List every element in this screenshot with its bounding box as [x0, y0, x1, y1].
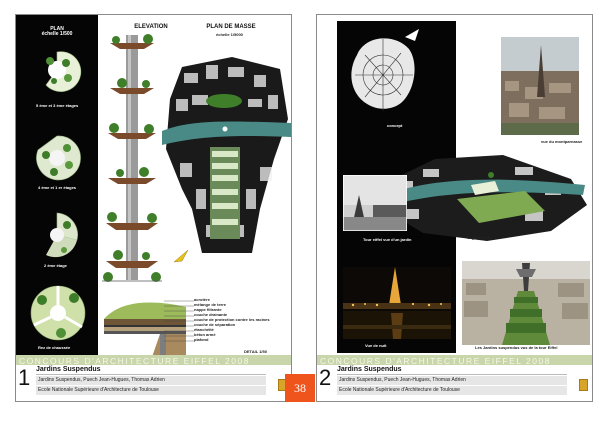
- tour-eiffel-label: Tour eiffel vue d'un jardin: [363, 237, 412, 242]
- masse-scale: échelle 1/5000: [216, 32, 243, 37]
- layer-label: mélange de terre: [194, 302, 227, 307]
- banner-text: CONCOURS D'ARCHITECTURE EIFFEL 2008: [320, 356, 551, 366]
- night-view-label: Vue de nuit: [365, 343, 387, 348]
- montparnasse-photo: [501, 37, 579, 135]
- project-title: Jardins Suspendus: [337, 366, 567, 375]
- layer-label: nappe filtrante: [194, 307, 222, 312]
- page-number-badge: 38: [285, 374, 315, 402]
- school-logo-icon: [579, 379, 588, 391]
- panel-footer: CONCOURS D'ARCHITECTURE EIFFEL 2008 2 Ja…: [317, 355, 592, 401]
- plan-level-4: [30, 285, 86, 341]
- plan-level-1: [45, 51, 82, 92]
- level-1-label: 5 ème et 3 ème étages: [36, 103, 79, 108]
- plan-heading: PLAN échelle 1/500: [36, 27, 78, 37]
- plan-level-2: [36, 135, 81, 181]
- board-panel-2: concept vue du montparnasse Organisation…: [316, 14, 593, 402]
- board-number: 2: [319, 365, 332, 390]
- project-title: Jardins Suspendus: [36, 366, 266, 375]
- organisation-aerial-model: [379, 155, 587, 241]
- board-panel-1: PLAN échelle 1/500 5: [15, 14, 292, 402]
- layer-label: couche de protection contre les racines: [194, 317, 270, 322]
- layer-label: couche de séparation: [194, 322, 236, 327]
- layer-label: acrotère: [194, 297, 210, 302]
- level-4-label: Rez de chaussée: [38, 345, 71, 350]
- board-number: 1: [18, 365, 31, 390]
- elevation-title: ELEVATION: [134, 24, 168, 30]
- masse-title: PLAN DE MASSE: [206, 24, 256, 30]
- organisation-label: Organisation: [467, 235, 492, 240]
- section-layer-legend: acrotère mélange de terre nappe filtrant…: [194, 297, 270, 342]
- authors-line: Jardins Suspendus, Puech Jean-Hugues, Th…: [337, 376, 567, 385]
- site-plan-drawing: [162, 57, 291, 253]
- concept-sketch: [345, 25, 423, 121]
- school-line: Ecole Nationale Supérieure d'Architectur…: [337, 386, 567, 395]
- from-tower-photo: [462, 261, 590, 345]
- detail-label: DETAIL 1/50: [244, 349, 267, 354]
- school-line: Ecole Nationale Supérieure d'Architectur…: [36, 386, 266, 395]
- elevation-drawing: [102, 33, 162, 289]
- competition-banner: CONCOURS D'ARCHITECTURE EIFFEL 2008: [317, 355, 592, 366]
- plan-level-3: [46, 212, 78, 258]
- layer-label: couche drainante: [194, 312, 228, 317]
- concept-label: concept: [387, 123, 403, 128]
- plan-title: PLAN: [50, 26, 64, 32]
- layer-label: plafond: [194, 337, 209, 342]
- night-view-photo: [343, 267, 451, 339]
- level-2-label: 4 ème et 1 er étages: [38, 185, 77, 190]
- montparnasse-label: vue du montparnasse: [541, 139, 583, 144]
- north-arrow-icon: [173, 249, 189, 263]
- panel-footer: CONCOURS D'ARCHITECTURE EIFFEL 2008 1 Ja…: [16, 355, 291, 401]
- leader-lines: [164, 300, 194, 342]
- tour-eiffel-photo: [343, 175, 407, 231]
- detail-section-drawing: [100, 293, 192, 357]
- layer-label: étanchéité: [194, 327, 214, 332]
- from-tower-label: Les Jardins suspendus vus de la tour Eif…: [475, 345, 558, 350]
- banner-text: CONCOURS D'ARCHITECTURE EIFFEL 2008: [19, 356, 250, 366]
- plan-scale: échelle 1/500: [41, 31, 73, 37]
- competition-banner: CONCOURS D'ARCHITECTURE EIFFEL 2008: [16, 355, 291, 366]
- layer-label: béton armé: [194, 332, 216, 337]
- floor-plans-drawing: [30, 51, 86, 341]
- authors-line: Jardins Suspendus, Puech Jean-Hugues, Th…: [36, 376, 266, 385]
- level-3-label: 2 ème étage: [44, 263, 67, 268]
